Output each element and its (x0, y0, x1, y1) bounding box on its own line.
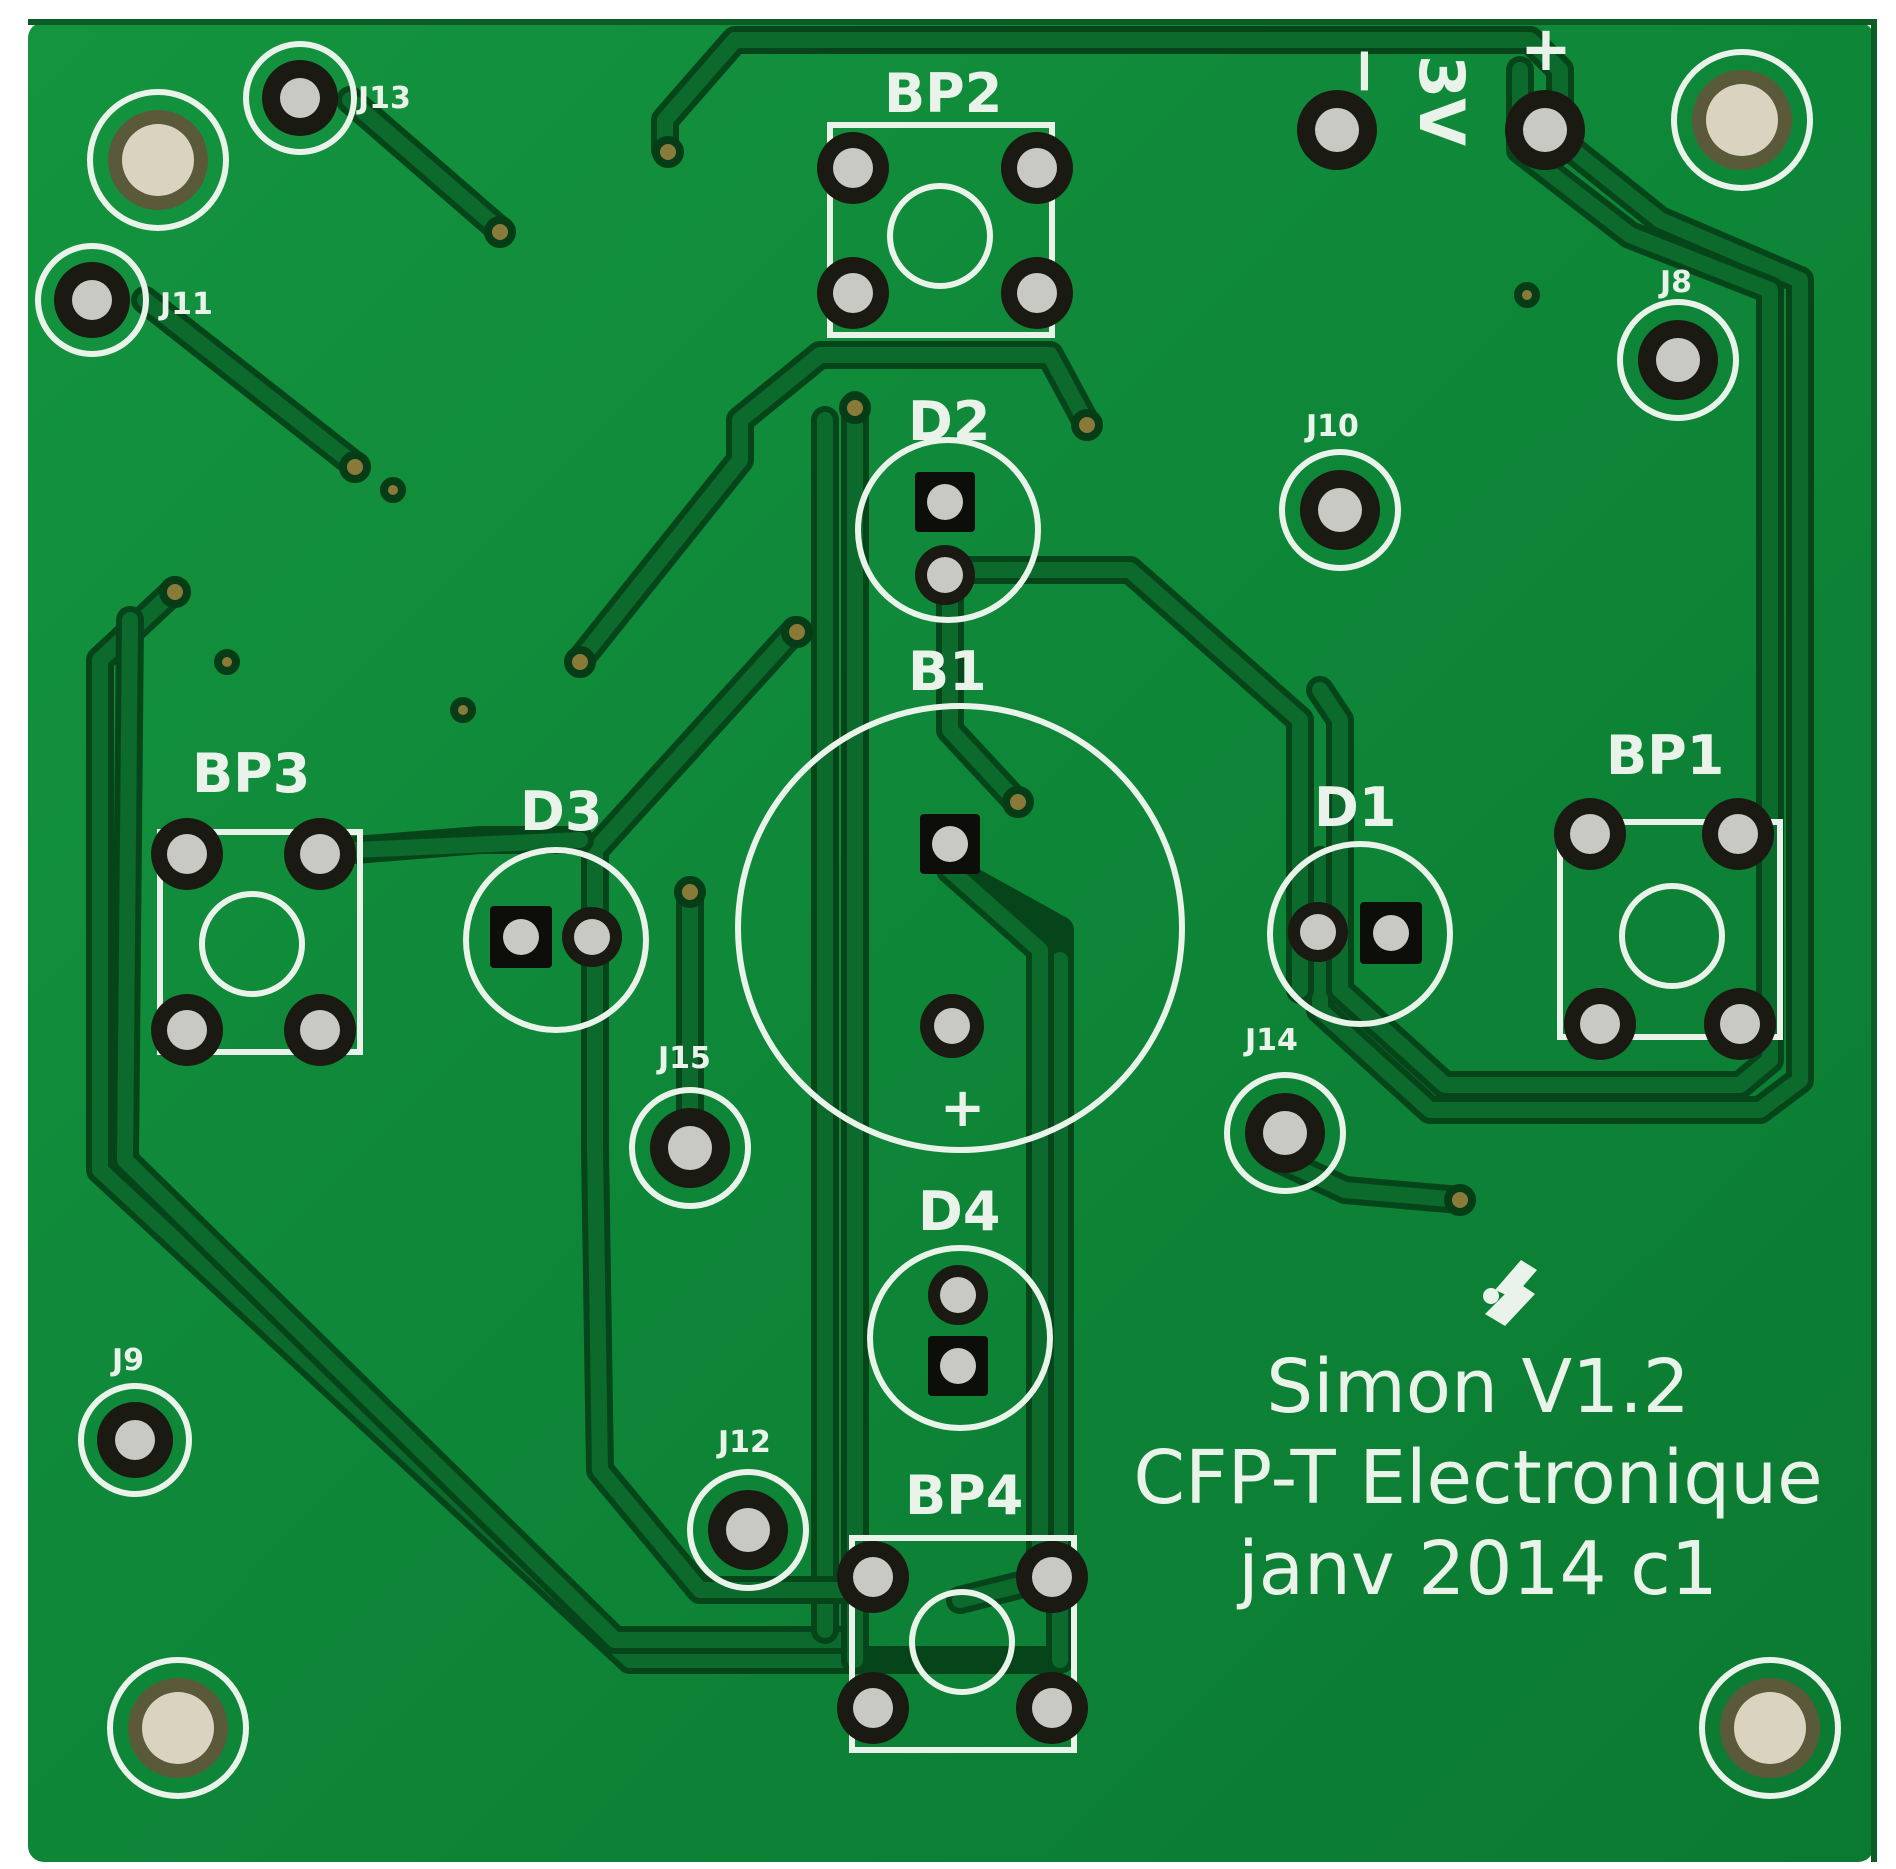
mounting-hole-top-right (1671, 49, 1813, 191)
d2-label: D2 (908, 390, 990, 453)
pushbutton-bp1: BP1 (1554, 724, 1783, 1060)
j8-label: J8 (1658, 265, 1692, 300)
jumper-j15: J15 (629, 1041, 751, 1209)
d1-label: D1 (1314, 776, 1396, 839)
title-line-3: janv 2014 c1 (1236, 1526, 1718, 1612)
pushbutton-bp4: BP4 (837, 1464, 1088, 1753)
b1-label: B1 (908, 640, 987, 703)
d3-label: D3 (520, 780, 602, 843)
mounting-hole-bottom-left (107, 1657, 249, 1799)
battery-voltage-label: 3V (1405, 55, 1478, 146)
jumper-j8: J8 (1617, 265, 1739, 421)
pushbutton-bp3: BP3 (151, 742, 363, 1066)
pushbutton-bp2: BP2 (817, 62, 1073, 338)
bp2-label: BP2 (884, 62, 1002, 125)
vias (159, 136, 1540, 1216)
mounting-hole-top-left (87, 89, 229, 231)
kicad-logo-icon (1483, 1260, 1537, 1326)
mounting-holes (87, 49, 1841, 1799)
copper-traces (86, 26, 1814, 1674)
battery-plus-label: + (1520, 12, 1572, 85)
board-substrate (28, 22, 1874, 1862)
battery-minus-label: − (1330, 45, 1403, 97)
led-d3: D3 (463, 780, 649, 1033)
j12-label: J12 (716, 1425, 771, 1460)
j11-label: J11 (158, 287, 213, 322)
title-line-2: CFP-T Electronique (1133, 1435, 1822, 1521)
buzzer-b1: B1 + (735, 640, 1185, 1153)
jumper-j13: J13 (243, 41, 411, 155)
j9-label: J9 (110, 1343, 144, 1378)
jumper-j11: J11 (35, 243, 213, 357)
title-line-1: Simon V1.2 (1266, 1344, 1690, 1430)
d4-label: D4 (918, 1180, 1000, 1243)
bp3-label: BP3 (192, 742, 310, 805)
j14-label: J14 (1243, 1023, 1298, 1058)
jumper-j10: J10 (1279, 409, 1401, 571)
jumper-pads: J13 J11 J8 J10 J15 J14 (35, 41, 1739, 1591)
bp1-label: BP1 (1606, 724, 1724, 787)
bp4-label: BP4 (905, 1464, 1023, 1527)
led-d1: D1 (1267, 776, 1453, 1027)
board-title-block: Simon V1.2 CFP-T Electronique janv 2014 … (1133, 1344, 1822, 1612)
jumper-j9: J9 (78, 1343, 192, 1497)
mounting-hole-bottom-right (1699, 1657, 1841, 1799)
led-d2: D2 (855, 390, 1041, 623)
j15-label: J15 (656, 1041, 711, 1076)
led-d4: D4 (867, 1180, 1053, 1431)
j13-label: J13 (356, 81, 411, 116)
j10-label: J10 (1304, 409, 1359, 444)
jumper-j12: J12 (687, 1425, 809, 1591)
battery-connector: − 3V + (1297, 12, 1585, 170)
b1-plus-label: + (940, 1076, 985, 1139)
jumper-j14: J14 (1224, 1023, 1346, 1194)
